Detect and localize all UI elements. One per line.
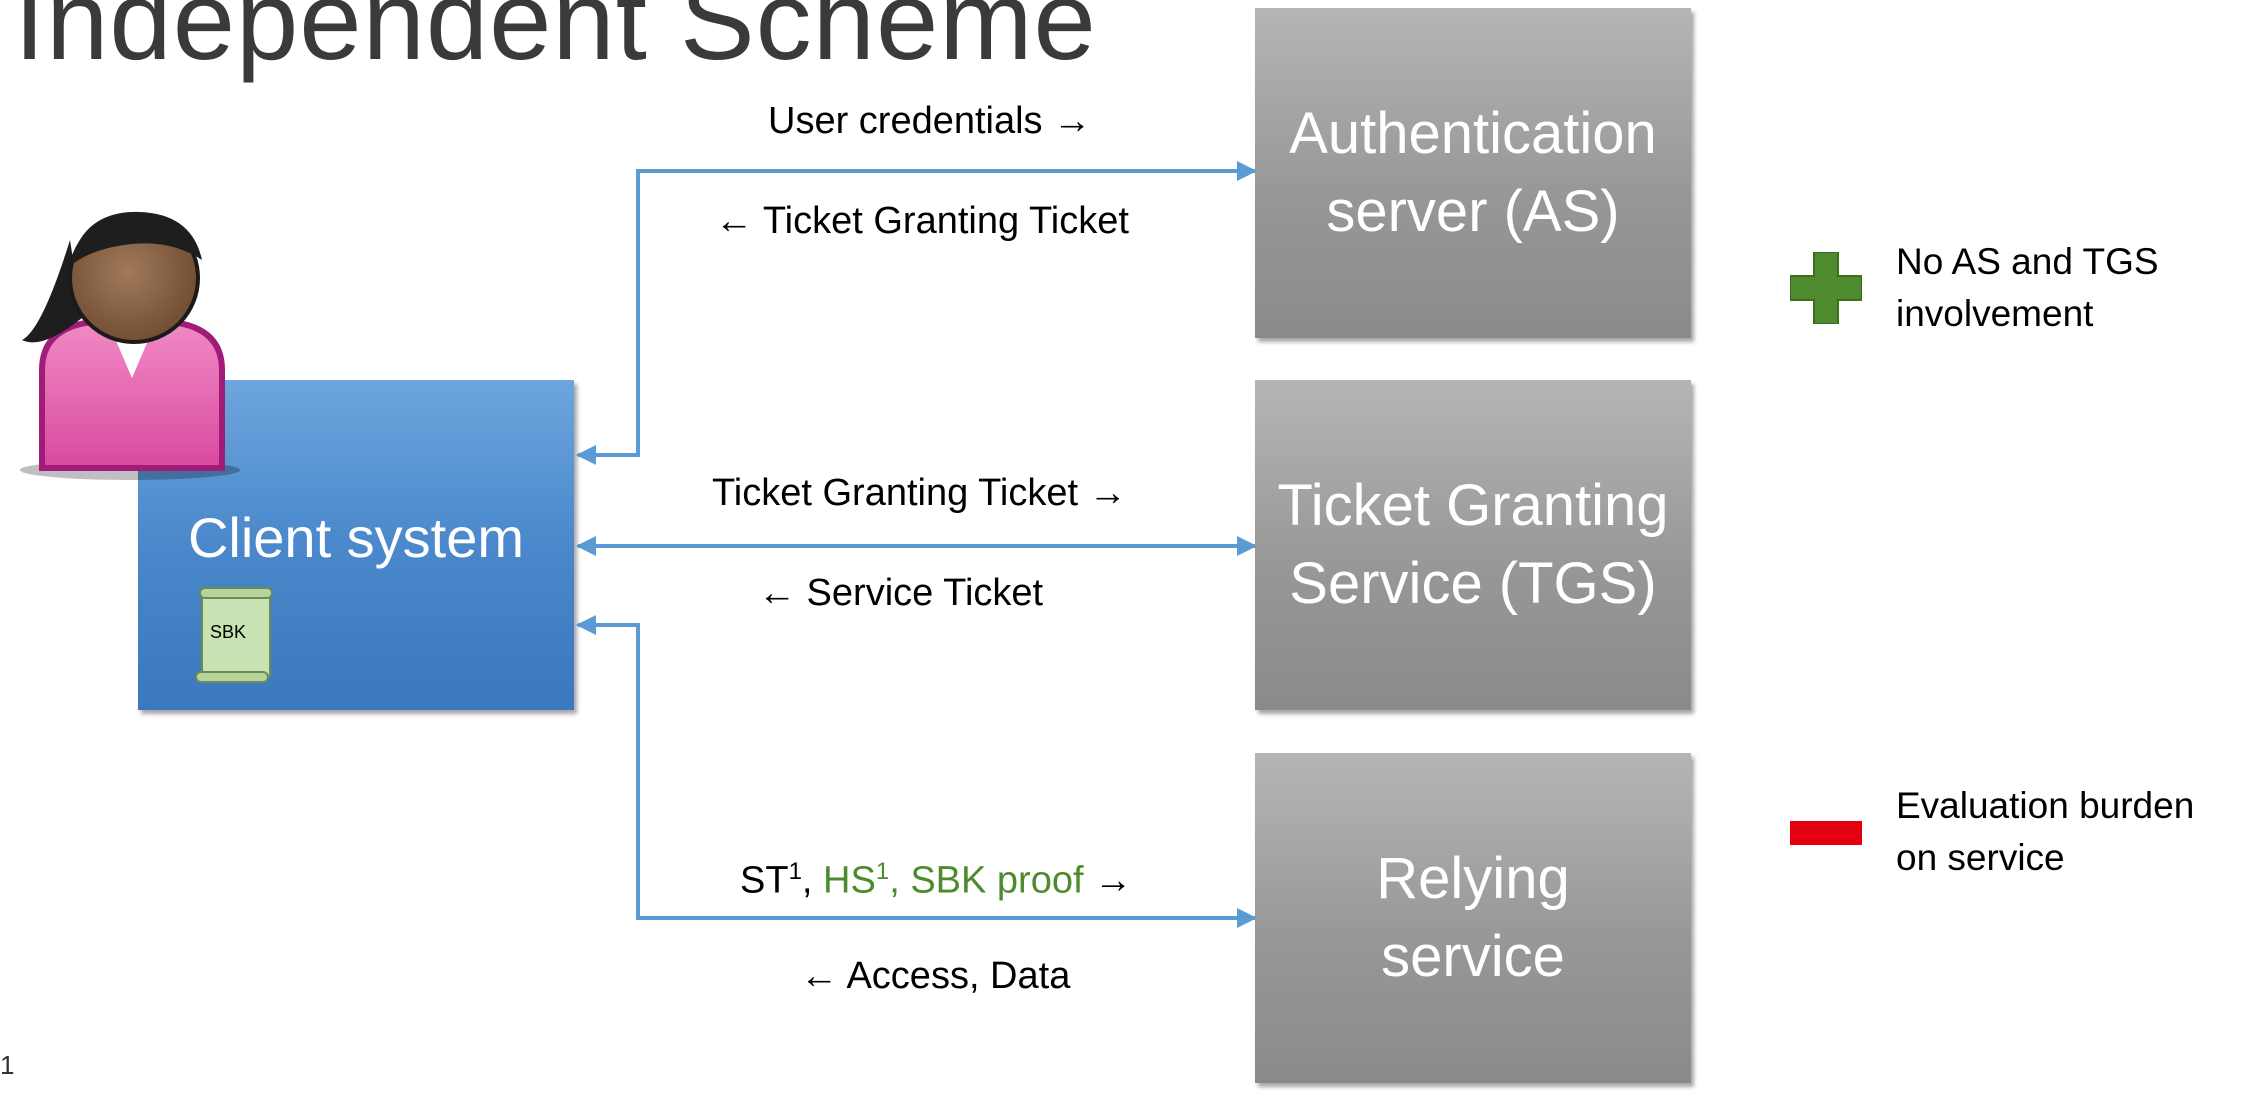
con-note-line1: Evaluation burden <box>1896 785 2195 826</box>
client-system-label: Client system <box>187 506 525 569</box>
pro-note-line1: No AS and TGS <box>1896 241 2159 282</box>
msg-sbk-proof: , SBK proof <box>889 859 1084 902</box>
msg-arrow: → <box>1083 859 1133 902</box>
user-avatar-icon <box>12 200 242 480</box>
as-connector <box>576 161 1257 465</box>
as-label-line2: server (AS) <box>1326 179 1620 244</box>
minus-icon <box>1790 821 1862 845</box>
footnote-marker: 1 <box>0 1050 14 1098</box>
tgs-label-line2: Service (TGS) <box>1289 551 1657 616</box>
msg-rs-send: ST1, HS1, SBK proof → <box>740 858 1132 903</box>
rs-label-line2: service <box>1381 924 1565 989</box>
msg-sep: , <box>801 859 824 902</box>
msg-st-return: ← Service Ticket <box>758 572 1044 614</box>
msg-st-sup: 1 <box>788 858 802 885</box>
plus-icon <box>1789 251 1863 325</box>
rs-label-line1: Relying <box>1376 846 1570 911</box>
rs-connector <box>576 615 1257 928</box>
msg-tgt-return: ← Ticket Granting Ticket <box>715 200 1129 242</box>
msg-st: ST <box>740 859 789 902</box>
msg-hs-sup: 1 <box>875 858 890 885</box>
msg-user-credentials: User credentials → <box>768 100 1092 142</box>
relying-service-box: Relying service <box>1255 753 1691 1083</box>
con-note: Evaluation burden on service <box>1896 780 2194 884</box>
ticket-granting-service-box: Ticket Granting Service (TGS) <box>1255 380 1691 710</box>
msg-access-data: ← Access, Data <box>800 955 1071 997</box>
tgs-label-line1: Ticket Granting <box>1277 473 1669 538</box>
scroll-icon: SBK <box>190 586 280 684</box>
as-label-line1: Authentication <box>1289 101 1657 166</box>
msg-hs: HS <box>823 859 876 902</box>
authentication-server-box: Authentication server (AS) <box>1255 8 1691 338</box>
footnote-sup: 1 <box>0 1050 15 1080</box>
pro-note: No AS and TGS involvement <box>1896 236 2159 340</box>
pro-note-line2: involvement <box>1896 293 2094 334</box>
sbk-badge: SBK <box>210 622 247 642</box>
page-title: Independent Scheme <box>14 0 1097 83</box>
msg-tgt-send: Ticket Granting Ticket → <box>712 472 1127 514</box>
con-note-line2: on service <box>1896 837 2065 878</box>
